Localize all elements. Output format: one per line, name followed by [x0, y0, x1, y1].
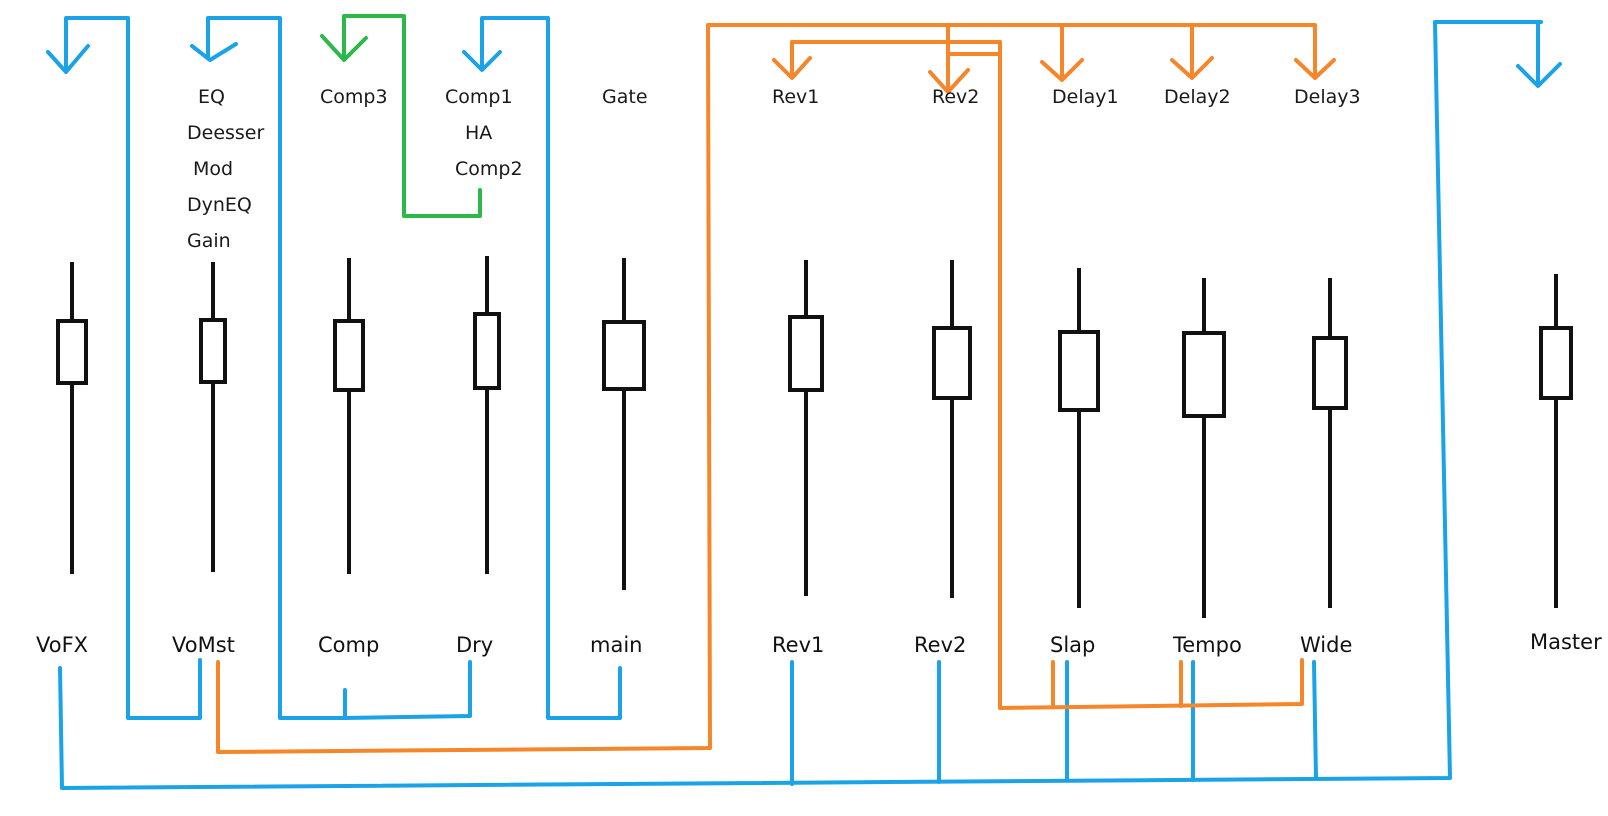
channel-tempo-label: Tempo — [1172, 633, 1242, 657]
route-main-to-dry — [480, 16, 622, 720]
fader-cap-comp — [333, 319, 365, 392]
route-comp-dry-to-vomst — [206, 16, 347, 720]
route-wide-drop — [1312, 660, 1318, 780]
arrowhead-rev1 — [772, 56, 812, 80]
plugin-comp3-label: Comp3 — [320, 86, 388, 108]
plugin-mod-label: Mod — [193, 158, 233, 180]
channel-wide-label: Wide — [1300, 633, 1352, 657]
route-dry-to-comp — [342, 14, 482, 218]
channel-master-label: Master — [1530, 630, 1602, 654]
route-dry-join — [343, 660, 472, 720]
plugin-gate-label: Gate — [602, 86, 648, 108]
fader-cap-wide — [1312, 336, 1348, 410]
fader-cap-main — [602, 320, 646, 391]
plugin-rev2-label: Rev2 — [932, 86, 979, 108]
arrowhead-delay2 — [1170, 56, 1214, 80]
orange-routing-lines — [216, 23, 1336, 754]
fader-cap-rev1 — [788, 315, 824, 392]
arrowhead-delay3 — [1294, 58, 1336, 80]
fader-group — [56, 256, 1573, 618]
channel-comp-label: Comp — [318, 633, 379, 657]
arrowhead-dry — [462, 50, 502, 72]
channel-dry-label: Dry — [456, 633, 493, 657]
fader-cap-dry — [473, 312, 501, 390]
arrowhead-vofx — [46, 44, 90, 74]
blue-routing-lines — [46, 16, 1562, 790]
plugin-comp1-label: Comp1 — [445, 86, 513, 108]
arrowhead-vomst — [190, 42, 238, 62]
fader-cap-vomst — [199, 318, 227, 384]
fader-cap-vofx — [56, 319, 88, 385]
route-vomst-send — [216, 23, 1317, 754]
arrowhead-rev2 — [928, 68, 970, 94]
plugin-delay3-label: Delay3 — [1294, 86, 1361, 108]
route-delay-feedback — [946, 40, 1304, 710]
plugin-deesser-label: Deesser — [187, 122, 264, 144]
channel-main-label: main — [590, 633, 642, 657]
plugin-eq-label: EQ — [198, 86, 225, 108]
fader-cap-rev2 — [932, 326, 972, 400]
arrowhead-master — [1516, 62, 1562, 88]
channel-rev2-label: Rev2 — [914, 633, 966, 657]
fader-cap-tempo — [1182, 331, 1226, 418]
arrowhead-comp — [320, 34, 368, 62]
channel-vofx-label: VoFX — [36, 633, 88, 657]
channel-vomst-label: VoMst — [172, 633, 235, 657]
plugin-rev1-label: Rev1 — [772, 86, 819, 108]
plugin-delay2-label: Delay2 — [1164, 86, 1231, 108]
arrowhead-delay1 — [1040, 58, 1084, 82]
green-routing-lines — [320, 14, 482, 218]
channel-rev1-label: Rev1 — [772, 633, 824, 657]
plugin-delay1-label: Delay1 — [1052, 86, 1119, 108]
fader-cap-master — [1539, 326, 1573, 400]
route-vomst-to-vofx — [64, 16, 202, 720]
plugin-dyneq-label: DynEQ — [187, 194, 252, 216]
fader-cap-slap — [1058, 330, 1100, 412]
plugin-comp2-label: Comp2 — [455, 158, 523, 180]
plugin-gain-label: Gain — [187, 230, 231, 252]
channel-slap-label: Slap — [1050, 633, 1095, 657]
plugin-ha-label: HA — [465, 122, 492, 144]
route-bus-to-master — [58, 20, 1543, 790]
